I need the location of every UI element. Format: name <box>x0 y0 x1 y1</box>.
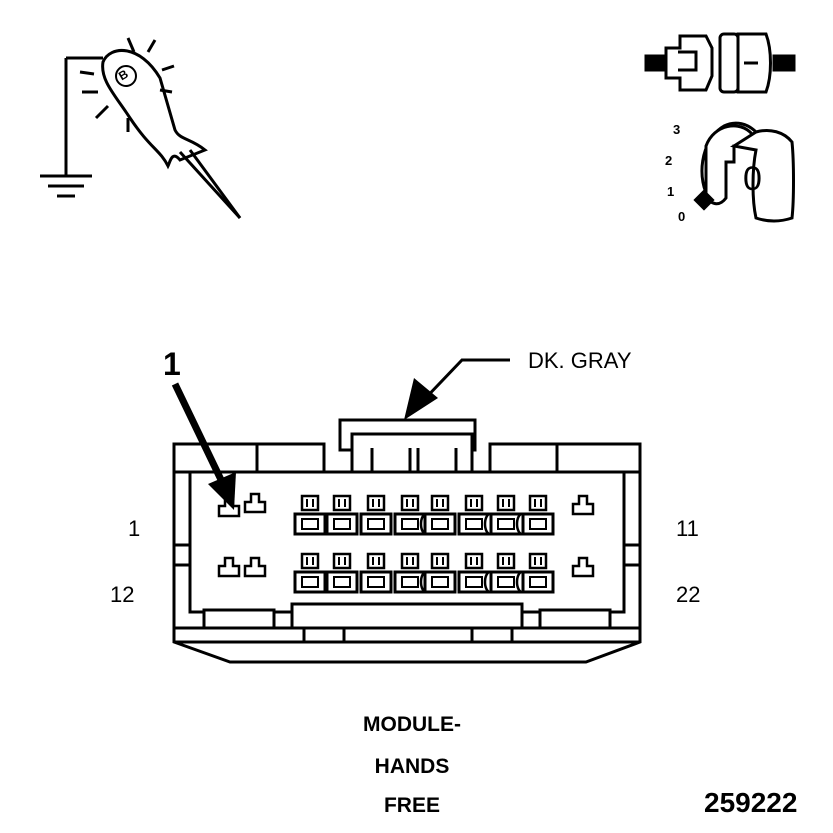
pin-cavity-bottom-3 <box>359 552 393 594</box>
pin-cavity-bottom-small-3 <box>571 556 595 578</box>
ignition-position-2: 2 <box>665 153 673 168</box>
pin-label-11: 11 <box>676 516 699 541</box>
pin-cavity-top-8 <box>521 494 555 536</box>
connector-plug-icon <box>644 32 796 94</box>
pin-cavity-bottom-small-2 <box>243 556 267 578</box>
ignition-position-3: 3 <box>673 122 681 137</box>
callout-number: 1 <box>163 346 181 382</box>
pin-cavity-bottom-8 <box>521 552 555 594</box>
pin-label-12: 12 <box>110 582 135 607</box>
key-label: 0 <box>743 160 762 198</box>
pin-cavity-bottom-5 <box>423 552 457 594</box>
pin-cavity-bottom-4 <box>393 552 433 594</box>
ignition-key-icon <box>693 121 795 223</box>
pin-label-1: 1 <box>128 516 141 541</box>
test-probe-ground-icon <box>40 37 242 220</box>
connector-color-label: DK. GRAY <box>528 348 632 373</box>
pin-cavity-top-5 <box>423 494 457 536</box>
pin-cavity-top-small-3 <box>571 494 595 516</box>
ignition-position-0: 0 <box>678 209 686 224</box>
pin-cavity-top-1 <box>293 494 327 536</box>
pin-label-22: 22 <box>676 582 701 607</box>
caption-line-3: FREE <box>383 794 440 817</box>
pin-cavity-bottom-1 <box>293 552 327 594</box>
ignition-position-1: 1 <box>667 184 675 199</box>
caption-line-2: HANDS <box>374 755 450 778</box>
pin-cavity-bottom-small-1 <box>217 556 241 578</box>
pin-cavity-bottom-7 <box>489 552 529 594</box>
pin-cavity-top-3 <box>359 494 393 536</box>
pin-cavity-bottom-2 <box>325 552 359 594</box>
pin-cavity-top-2 <box>325 494 359 536</box>
figure-number: 259222 <box>704 787 798 818</box>
caption-line-1: MODULE- <box>363 713 461 736</box>
pin-cavity-top-small-2 <box>243 492 267 514</box>
